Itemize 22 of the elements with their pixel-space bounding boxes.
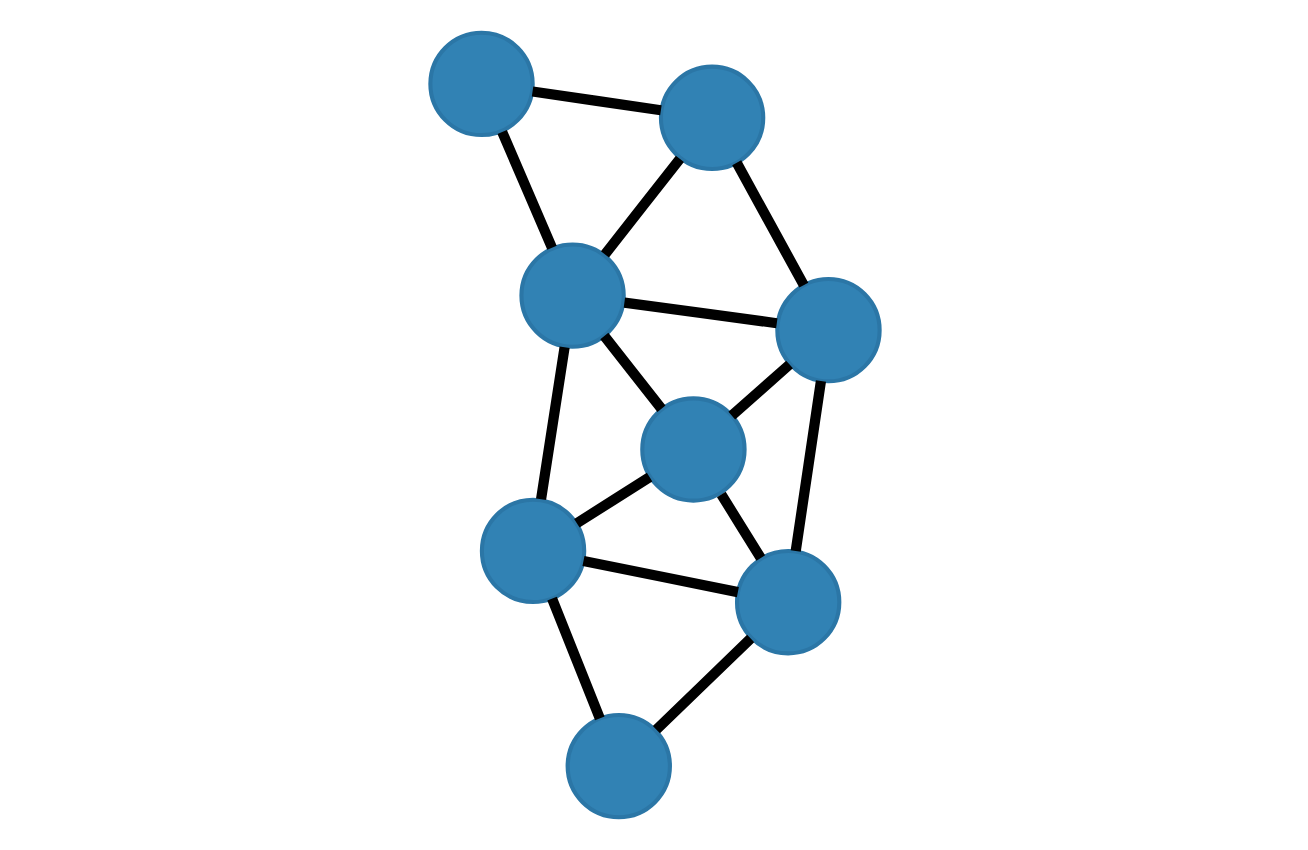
connector (530, 86, 661, 116)
node-circle (639, 396, 746, 503)
node-circle (427, 30, 534, 138)
node-circle (478, 497, 586, 605)
connector (496, 129, 556, 250)
connector (727, 360, 792, 420)
connector (651, 634, 754, 734)
connector (599, 155, 683, 258)
connector (581, 556, 738, 598)
node-circle (657, 64, 765, 171)
node-circle (733, 549, 841, 656)
connector (731, 160, 808, 288)
node-circle (518, 242, 625, 349)
connector (546, 596, 604, 721)
connector (573, 472, 652, 528)
connector (716, 491, 765, 561)
node-circle (564, 712, 671, 820)
connector (622, 297, 777, 329)
connector (599, 332, 665, 412)
node-circle (774, 276, 881, 384)
connector (789, 380, 825, 552)
connector (535, 346, 569, 501)
